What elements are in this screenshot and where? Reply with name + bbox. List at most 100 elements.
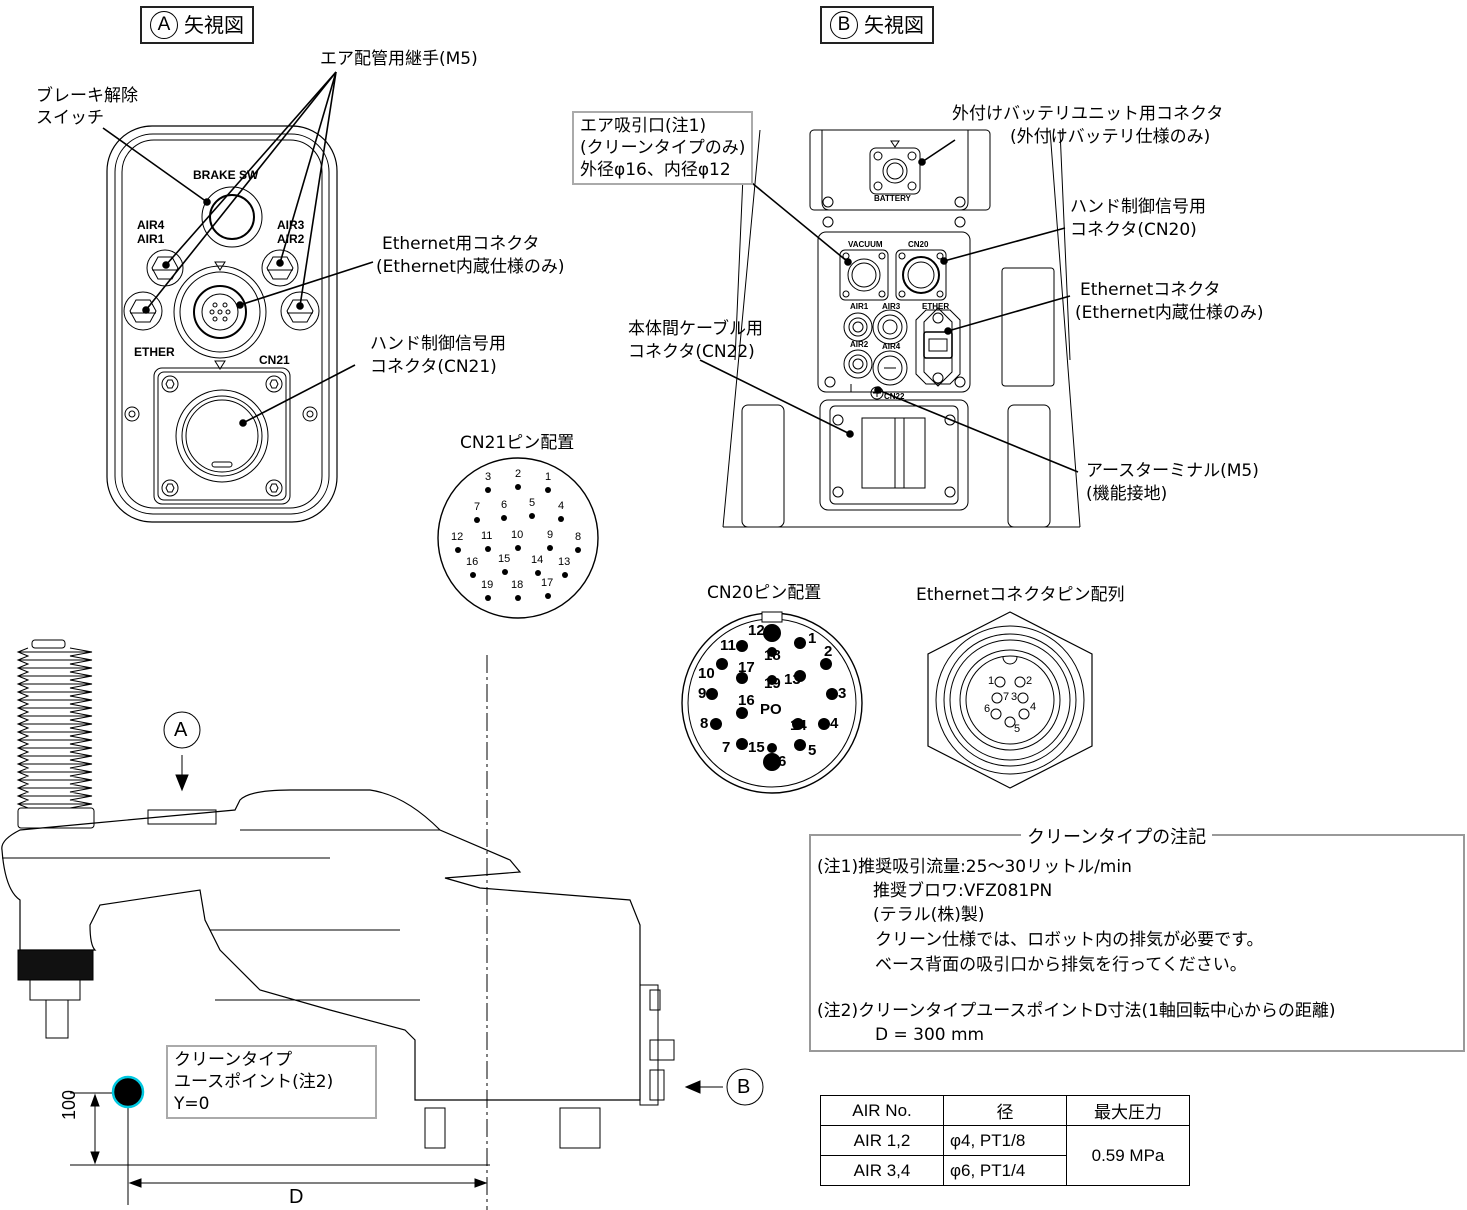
pin-label: 13 <box>784 671 801 688</box>
use-point-label-line3: Y=0 <box>174 1094 210 1114</box>
pin-hole <box>990 708 1002 720</box>
header-air-no: AIR No. <box>820 1095 944 1126</box>
view-a-title: A 矢視図 <box>140 6 254 44</box>
robot-side-view <box>1 639 764 1210</box>
panel-air3-text: AIR3 <box>277 218 305 232</box>
pin-dot <box>485 595 491 601</box>
cn20-pinout-title: CN20ピン配置 <box>707 583 822 603</box>
pin-dot <box>502 569 508 575</box>
pin-label: 11 <box>481 530 493 542</box>
pin-dot <box>826 688 838 700</box>
pin-label: 19 <box>764 675 781 692</box>
table-row: AIR 1,2 φ4, PT1/8 0.59 MPa <box>820 1125 1190 1186</box>
pin-dot <box>820 658 832 670</box>
pin-label: 16 <box>466 556 479 568</box>
cn21-pinout-diagram <box>437 457 599 619</box>
table-row: AIR 3,4 φ6, PT1/4 <box>820 1155 1190 1186</box>
view-b-title: B 矢視図 <box>820 6 934 44</box>
hand-signal-cn21-label-line2: コネクタ(CN21) <box>370 357 497 377</box>
pin-dot <box>515 484 521 490</box>
view-a-panel <box>102 71 374 523</box>
pin-label: 9 <box>698 685 707 702</box>
pin-dot <box>736 672 748 684</box>
ethernet-b-label-line2: (Ethernet内蔵仕様のみ) <box>1075 303 1264 323</box>
pin-label: 4 <box>558 500 565 512</box>
battery-connector-icon <box>869 140 921 195</box>
pin-hole <box>1018 708 1030 720</box>
panel-b-ether-text: ETHER <box>922 302 950 311</box>
cn21-pinout-title: CN21ピン配置 <box>460 433 575 453</box>
panel-ether-text: ETHER <box>134 345 175 359</box>
panel-b-air3-text: AIR3 <box>882 302 901 311</box>
pin-dot <box>736 640 748 652</box>
bellows-icon <box>16 639 95 829</box>
panel-battery-text: BATTERY <box>874 194 911 203</box>
pin-label: 15 <box>748 739 765 756</box>
use-point-label-line2: ユースポイント(注2) <box>174 1072 334 1092</box>
earth-terminal-label-line2: (機能接地) <box>1086 484 1168 504</box>
pin-label: 15 <box>498 553 511 565</box>
pin-hole <box>1017 692 1029 704</box>
table-header-row: AIR No. 径 最大圧力 <box>820 1095 1190 1126</box>
pin-dot <box>547 545 553 551</box>
pin-dot <box>501 515 507 521</box>
pin-dot <box>767 675 777 685</box>
brake-release-label-line2: スイッチ <box>36 108 104 128</box>
pin-dot <box>763 753 781 771</box>
hand-signal-cn20-label-line2: コネクタ(CN20) <box>1070 220 1197 240</box>
ethernet-pinout-title: Ethernetコネクタピン配列 <box>916 585 1125 605</box>
pin-dot <box>767 743 777 753</box>
cell-diameter: φ4, PT1/8 <box>943 1125 1067 1156</box>
pin-label: 12 <box>451 531 464 543</box>
air-fitting-icon <box>123 291 163 331</box>
pin-dot <box>545 487 551 493</box>
panel-air2-text: AIR2 <box>277 232 305 246</box>
pin-dot <box>515 595 521 601</box>
brake-release-label-line1: ブレーキ解除 <box>36 86 138 106</box>
note-line: クリーン仕様では、ロボット内の排気が必要です。 <box>875 930 1264 950</box>
pin-dot <box>706 688 718 700</box>
pin-label: 1 <box>988 675 995 687</box>
use-point-label: クリーンタイプ ユースポイント(注2) Y=0 <box>166 1045 377 1119</box>
cn22-connector-icon <box>819 399 969 511</box>
air-port-icon <box>872 350 908 386</box>
arrow-a-marker: A <box>174 719 188 741</box>
notes-title: クリーンタイプの注記 <box>1021 823 1213 849</box>
pin-label: 13 <box>558 556 571 568</box>
cn20-pinout-diagram <box>681 611 863 794</box>
leader-lines-b <box>699 139 1079 473</box>
air-suction-label-line1: エア吸引口(注1) <box>580 116 707 136</box>
pin-dot <box>792 718 804 730</box>
view-b-title-text: 矢視図 <box>864 13 924 37</box>
panel-b-air1-text: AIR1 <box>850 302 869 311</box>
pin-dot <box>485 546 491 552</box>
pin-dot <box>485 487 491 493</box>
air-fitting-icon <box>261 249 299 287</box>
air-fitting-label: エア配管用継手(M5) <box>320 49 478 69</box>
cn20-connector-icon <box>895 249 947 301</box>
view-a-title-text: 矢視図 <box>184 13 244 37</box>
pin-label: 6 <box>501 499 508 511</box>
note-line: (注1)推奨吸引流量:25～30リットル/min <box>817 857 1132 877</box>
view-a-marker: A <box>150 11 178 39</box>
panel-b-air2-text: AIR2 <box>850 340 869 349</box>
pin-dot <box>545 593 551 599</box>
pin-label: 7 <box>722 739 731 756</box>
panel-air4-text: AIR4 <box>137 218 165 232</box>
pin-label: 1 <box>808 630 817 647</box>
pin-label: 3 <box>1011 691 1018 703</box>
pin-label: 19 <box>481 579 494 591</box>
pin-dot <box>474 517 480 523</box>
hand-signal-cn21-label-line1: ハンド制御信号用 <box>370 334 506 354</box>
panel-cn20-text: CN20 <box>908 240 929 249</box>
arrow-b-marker: B <box>737 1076 751 1098</box>
ethernet-connector-label-line2: (Ethernet内蔵仕様のみ) <box>376 257 565 277</box>
pin-label: 2 <box>824 643 833 660</box>
pin-label: 9 <box>547 529 554 541</box>
use-point-marker <box>111 1075 145 1109</box>
note-line: (注2)クリーンタイプユースポイントD寸法(1軸回転中心からの距離) <box>817 1001 1336 1021</box>
body-cable-label-line1: 本体間ケーブル用 <box>628 319 763 339</box>
pin-label: 8 <box>575 531 582 543</box>
ethernet-rj45-icon <box>915 307 961 387</box>
